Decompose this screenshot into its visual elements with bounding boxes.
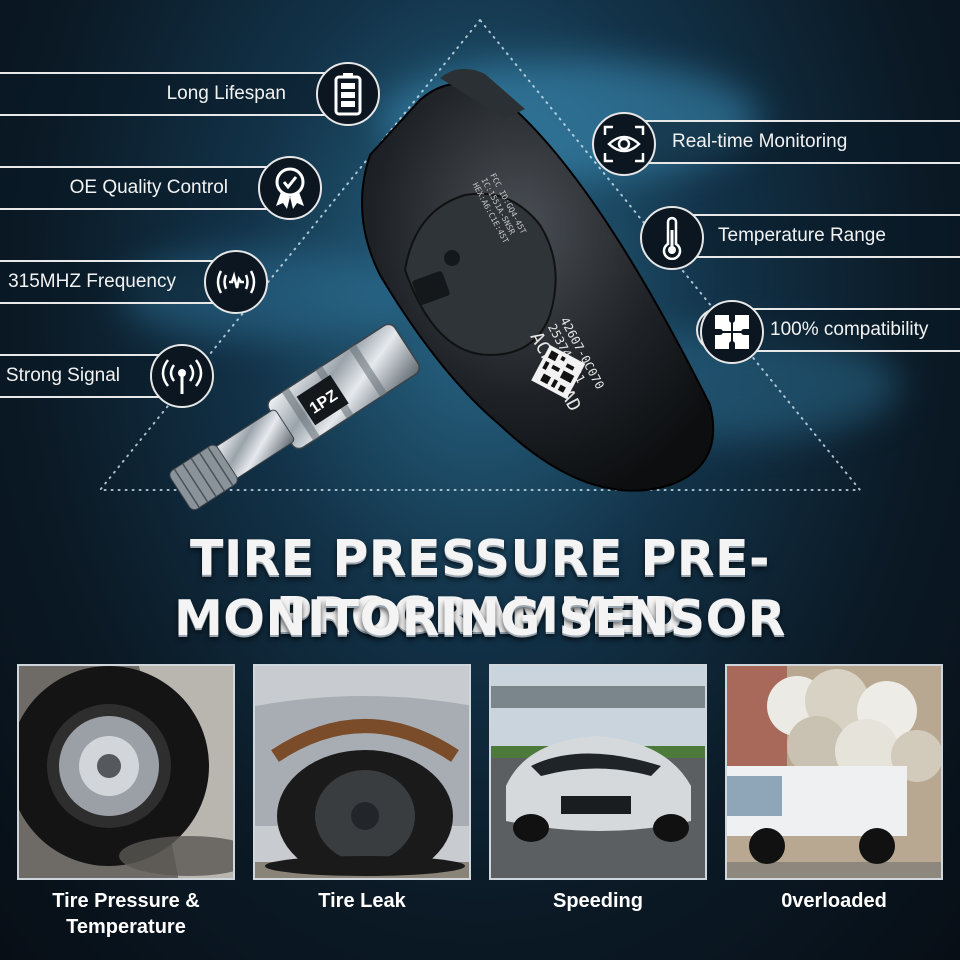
tpms-sensor-image: 42607-0C070 25374-101 ACFEA2AD FCC ID:GQ…: [169, 68, 715, 511]
caption-line: Temperature: [66, 916, 186, 938]
feature-label: Temperature Range: [718, 225, 886, 246]
caption-tire-pressure: Tire Pressure & Temperature: [17, 888, 235, 940]
frequency-wave-icon: [204, 250, 268, 314]
caption-line: Speeding: [552, 890, 643, 912]
feature-label: 100% compatibility: [770, 319, 929, 340]
photo-tire-leak: [253, 664, 471, 880]
caption-line: 0verloaded: [781, 890, 887, 912]
feature-label: Strong Signal: [5, 365, 120, 386]
caption-line: Tire Leak: [318, 890, 406, 912]
caption-speeding: Speeding: [489, 888, 707, 914]
signal-broadcast-icon: [150, 344, 214, 408]
feature-label: Real-time Monitoring: [672, 131, 848, 152]
battery-icon: [316, 62, 380, 126]
feature-label: OE Quality Control: [69, 177, 228, 198]
thermometer-icon: [640, 206, 704, 270]
main-title-line2: MONITORING SENSOR: [174, 590, 786, 647]
caption-overloaded: 0verloaded: [725, 888, 943, 914]
quality-badge-icon: [258, 156, 322, 220]
caption-line: Tire Pressure &: [52, 890, 200, 912]
feature-real-time-monitoring: Real-time Monitoring: [598, 120, 960, 164]
feature-label: Long Lifespan: [166, 83, 286, 104]
qr-code: [531, 345, 586, 400]
photo-overloaded: [725, 664, 943, 880]
feature-long-lifespan: Long Lifespan: [0, 72, 360, 116]
feature-oe-quality-control: OE Quality Control: [0, 166, 302, 210]
eye-scan-icon: [592, 112, 656, 176]
caption-tire-leak: Tire Leak: [253, 888, 471, 914]
photo-tire-pressure: [17, 664, 235, 880]
photo-speeding: [489, 664, 707, 880]
main-title-line1: TIRE PRESSURE PRE-PROGRAMMED: [190, 530, 770, 644]
feature-label: 315MHZ Frequency: [8, 271, 176, 292]
puzzle-icon: [700, 300, 764, 364]
